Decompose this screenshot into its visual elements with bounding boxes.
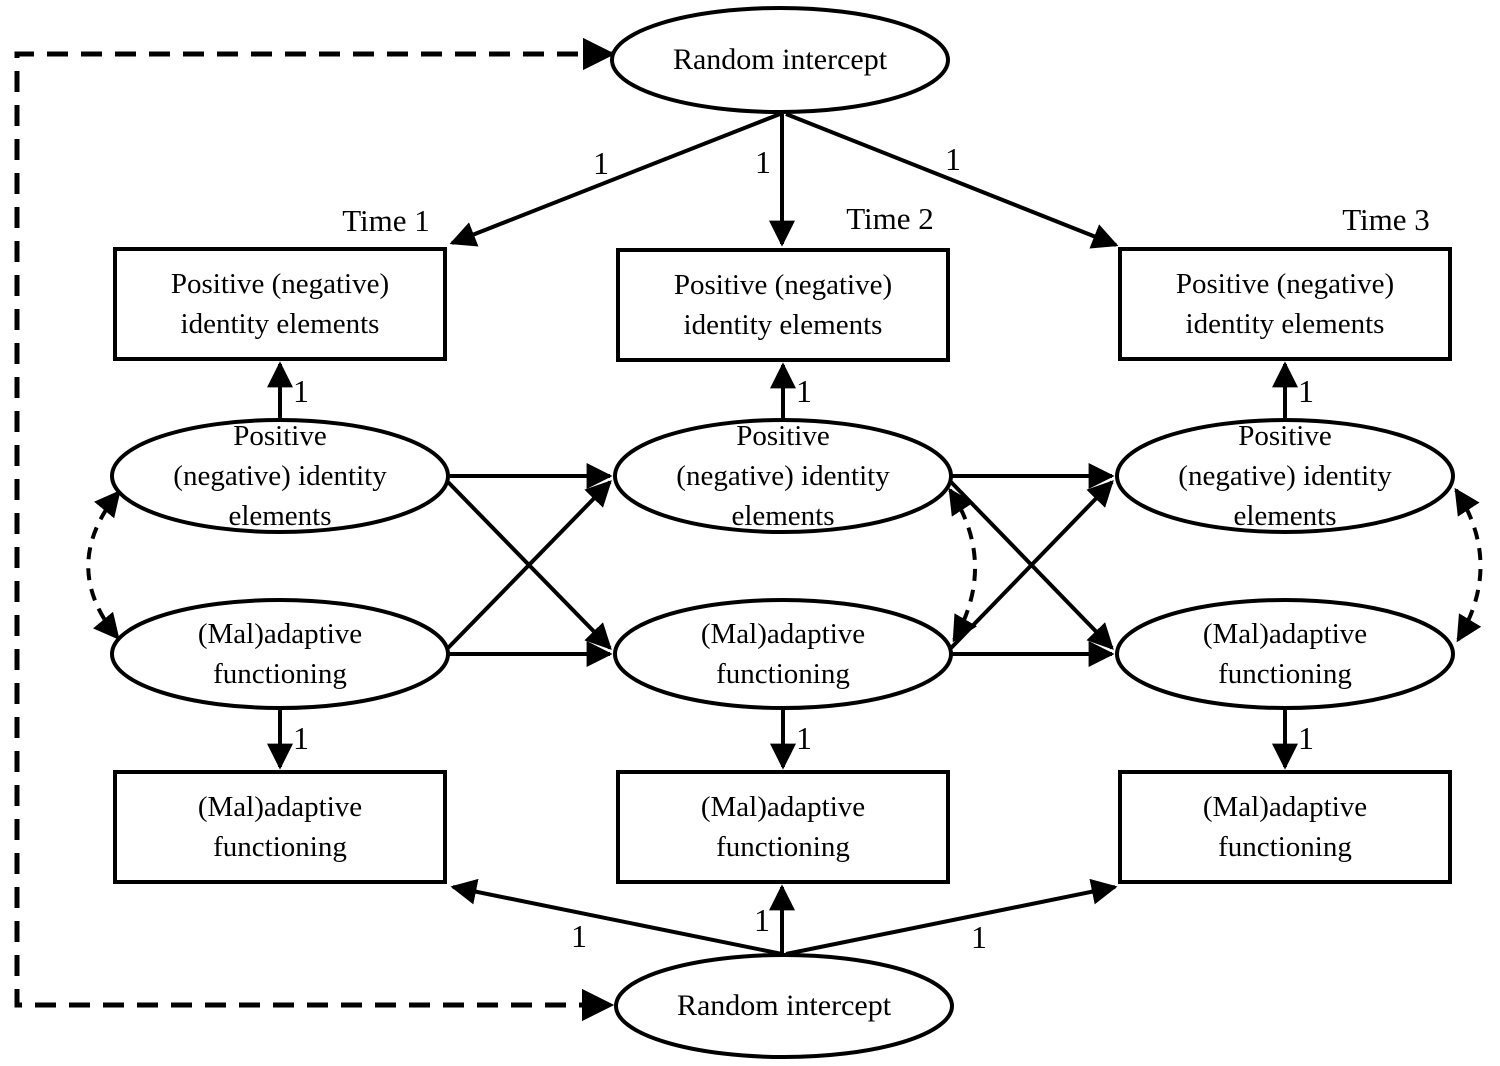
identity-box-label-t2: Positive (negative)identity elements xyxy=(673,268,893,341)
identity-box-t3 xyxy=(1118,247,1452,361)
ri-top-ellipse xyxy=(610,6,950,114)
correlation-arc-time1 xyxy=(86,489,121,640)
correlation-arc-time2 xyxy=(948,487,978,643)
loading-one-ri-bottom-t1: 1 xyxy=(571,917,587,954)
loading-arrow-ri-top-t3 xyxy=(785,112,1119,249)
ri-bottom-label: Random intercept xyxy=(676,989,892,1022)
functioning-box-t1 xyxy=(113,770,447,884)
identity-box-t2 xyxy=(616,248,950,362)
loading-arrow-ri-bottom-t3 xyxy=(785,878,1118,956)
loading-one-ri-top-t2: 1 xyxy=(755,143,771,180)
loading-arrow-ri-top-t1 xyxy=(449,112,781,247)
loading-one-ri-bottom-t2: 1 xyxy=(754,901,770,938)
loading-one-identity-t3: 1 xyxy=(1298,372,1314,409)
correlation-arc-time3 xyxy=(1454,487,1483,643)
identity-box-label-t1: Positive (negative)identity elements xyxy=(170,267,390,340)
loading-one-functioning-t3: 1 xyxy=(1298,719,1314,756)
crosslag-arrow-functioning-t1-identity-t2 xyxy=(446,480,612,650)
crosslag-arrow-functioning-t2-identity-t3 xyxy=(949,480,1114,650)
ri-top-label: Random intercept xyxy=(672,43,888,76)
loading-arrow-ri-bottom-t1 xyxy=(450,878,783,956)
loading-one-ri-bottom-t3: 1 xyxy=(971,918,987,955)
identity-box-t1 xyxy=(113,247,447,361)
ri-bottom-ellipse xyxy=(614,953,954,1059)
time-2-label: Time 2 xyxy=(846,201,934,236)
time-3-label: Time 3 xyxy=(1342,202,1430,237)
loading-one-identity-t2: 1 xyxy=(796,372,812,409)
loading-one-ri-top-t3: 1 xyxy=(945,140,961,177)
functioning-box-t3 xyxy=(1118,770,1452,884)
time-1-label: Time 1 xyxy=(342,203,430,238)
loading-one-functioning-t2: 1 xyxy=(796,719,812,756)
ri-correlation-dashed-path xyxy=(14,37,616,1022)
loading-one-identity-t1: 1 xyxy=(293,372,309,409)
loading-one-functioning-t1: 1 xyxy=(293,719,309,756)
identity-box-label-t3: Positive (negative)identity elements xyxy=(1175,267,1395,340)
functioning-box-t2 xyxy=(616,770,950,884)
loading-one-ri-top-t1: 1 xyxy=(593,144,609,181)
